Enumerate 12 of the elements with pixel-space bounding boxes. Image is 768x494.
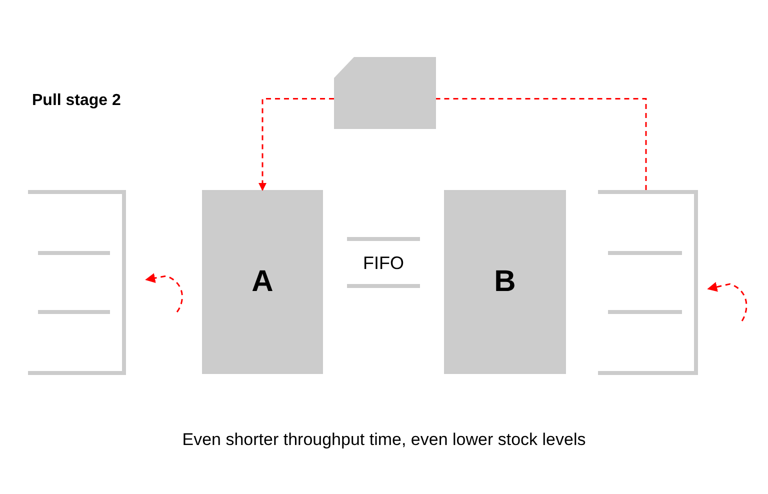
process-label: B [494,267,516,297]
process-box [444,190,566,374]
shelf [598,190,698,375]
kanban-card [334,57,436,129]
lane-label: FIFO [363,254,404,272]
diagram-caption: Even shorter throughput time, even lower stock levels [181,429,587,451]
fifo-lane [347,237,420,288]
process-label: A [252,267,274,297]
shelf [28,190,126,375]
process-box [202,190,323,374]
diagram-title: Pull stage 2 [32,91,121,111]
dashed-arrow [258,98,334,191]
